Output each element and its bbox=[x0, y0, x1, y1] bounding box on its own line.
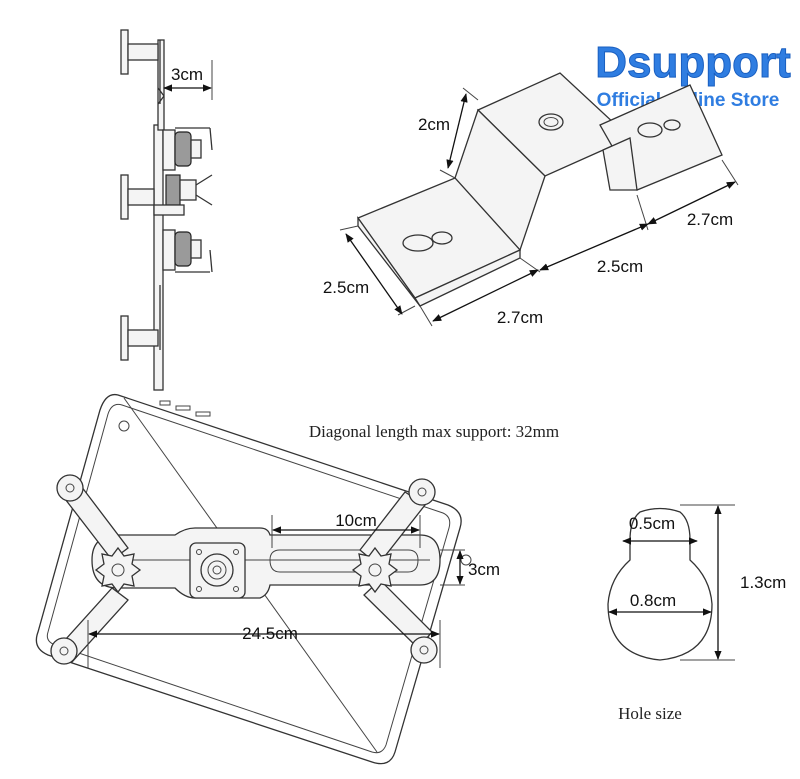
z-bracket-drawing: 2cm 2.5cm 2.7cm 2.5cm 2.7cm bbox=[323, 72, 739, 327]
hole-size-caption: Hole size bbox=[618, 704, 682, 723]
tablet-span-label: 24.5cm bbox=[242, 624, 298, 643]
hole-size-drawing: 0.5cm 0.8cm 1.3cm Hole size bbox=[607, 504, 786, 723]
hole-height-label: 1.3cm bbox=[740, 573, 786, 592]
tablet-slot-length-label: 10cm bbox=[335, 511, 377, 530]
bracket-middle-length-label: 2.5cm bbox=[597, 257, 643, 276]
brand-name: Dsupport bbox=[595, 38, 791, 87]
bracket-top-length-label: 2.7cm bbox=[687, 210, 733, 229]
hole-top-width-label: 0.5cm bbox=[629, 514, 675, 533]
tablet-diagonal-note: Diagonal length max support: 32mm bbox=[309, 422, 559, 441]
hole-bottom-width-label: 0.8cm bbox=[630, 591, 676, 610]
bracket-base-length-label: 2.7cm bbox=[497, 308, 543, 327]
bracket-base-width-label: 2.5cm bbox=[323, 278, 369, 297]
side-offset-label: 3cm bbox=[171, 65, 203, 84]
side-view-drawing: 3cm bbox=[120, 29, 213, 391]
bracket-height-label: 2cm bbox=[418, 115, 450, 134]
tablet-slot-width-label: 3cm bbox=[468, 560, 500, 579]
tablet-mount-drawing: Diagonal length max support: 32mm 10cm 3… bbox=[35, 393, 559, 765]
